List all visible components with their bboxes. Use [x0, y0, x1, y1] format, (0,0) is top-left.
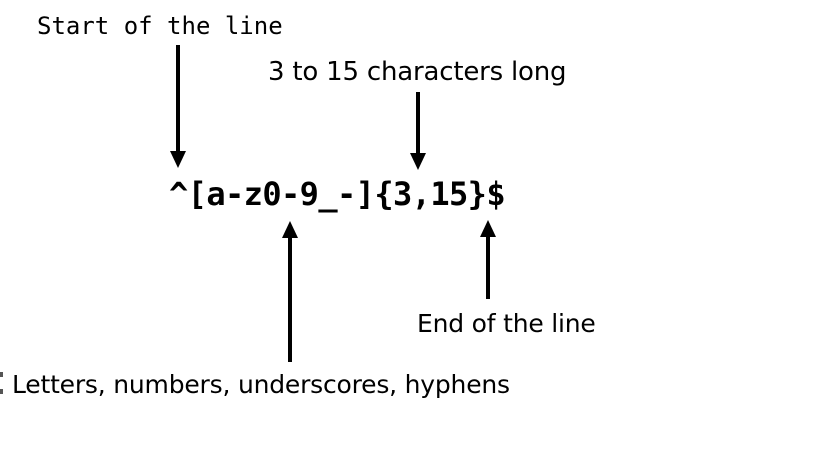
arrow-shaft [486, 232, 490, 299]
arrow-head-icon [282, 221, 298, 238]
arrow-head-icon [480, 220, 496, 237]
arrow-shaft [288, 233, 292, 362]
arrow-shaft [176, 45, 180, 156]
character-class-label: Letters, numbers, underscores, hyphens [12, 370, 510, 399]
arrow-head-icon [410, 153, 426, 170]
up-arrow-to-character-class [282, 221, 298, 362]
down-arrow-to-caret [170, 45, 186, 168]
end-of-line-label: End of the line [417, 309, 596, 338]
length-label: 3 to 15 characters long [268, 57, 567, 87]
clipped-text-artifact [0, 372, 3, 377]
clipped-text-artifact [0, 389, 3, 394]
down-arrow-to-quantifier [410, 92, 426, 170]
regex-pattern-text: ^[a-z0-9_-]{3,15}$ [169, 175, 506, 213]
start-of-line-label: Start of the line [37, 12, 283, 40]
arrow-head-icon [170, 151, 186, 168]
up-arrow-to-dollar [480, 220, 496, 299]
arrow-shaft [416, 92, 420, 158]
